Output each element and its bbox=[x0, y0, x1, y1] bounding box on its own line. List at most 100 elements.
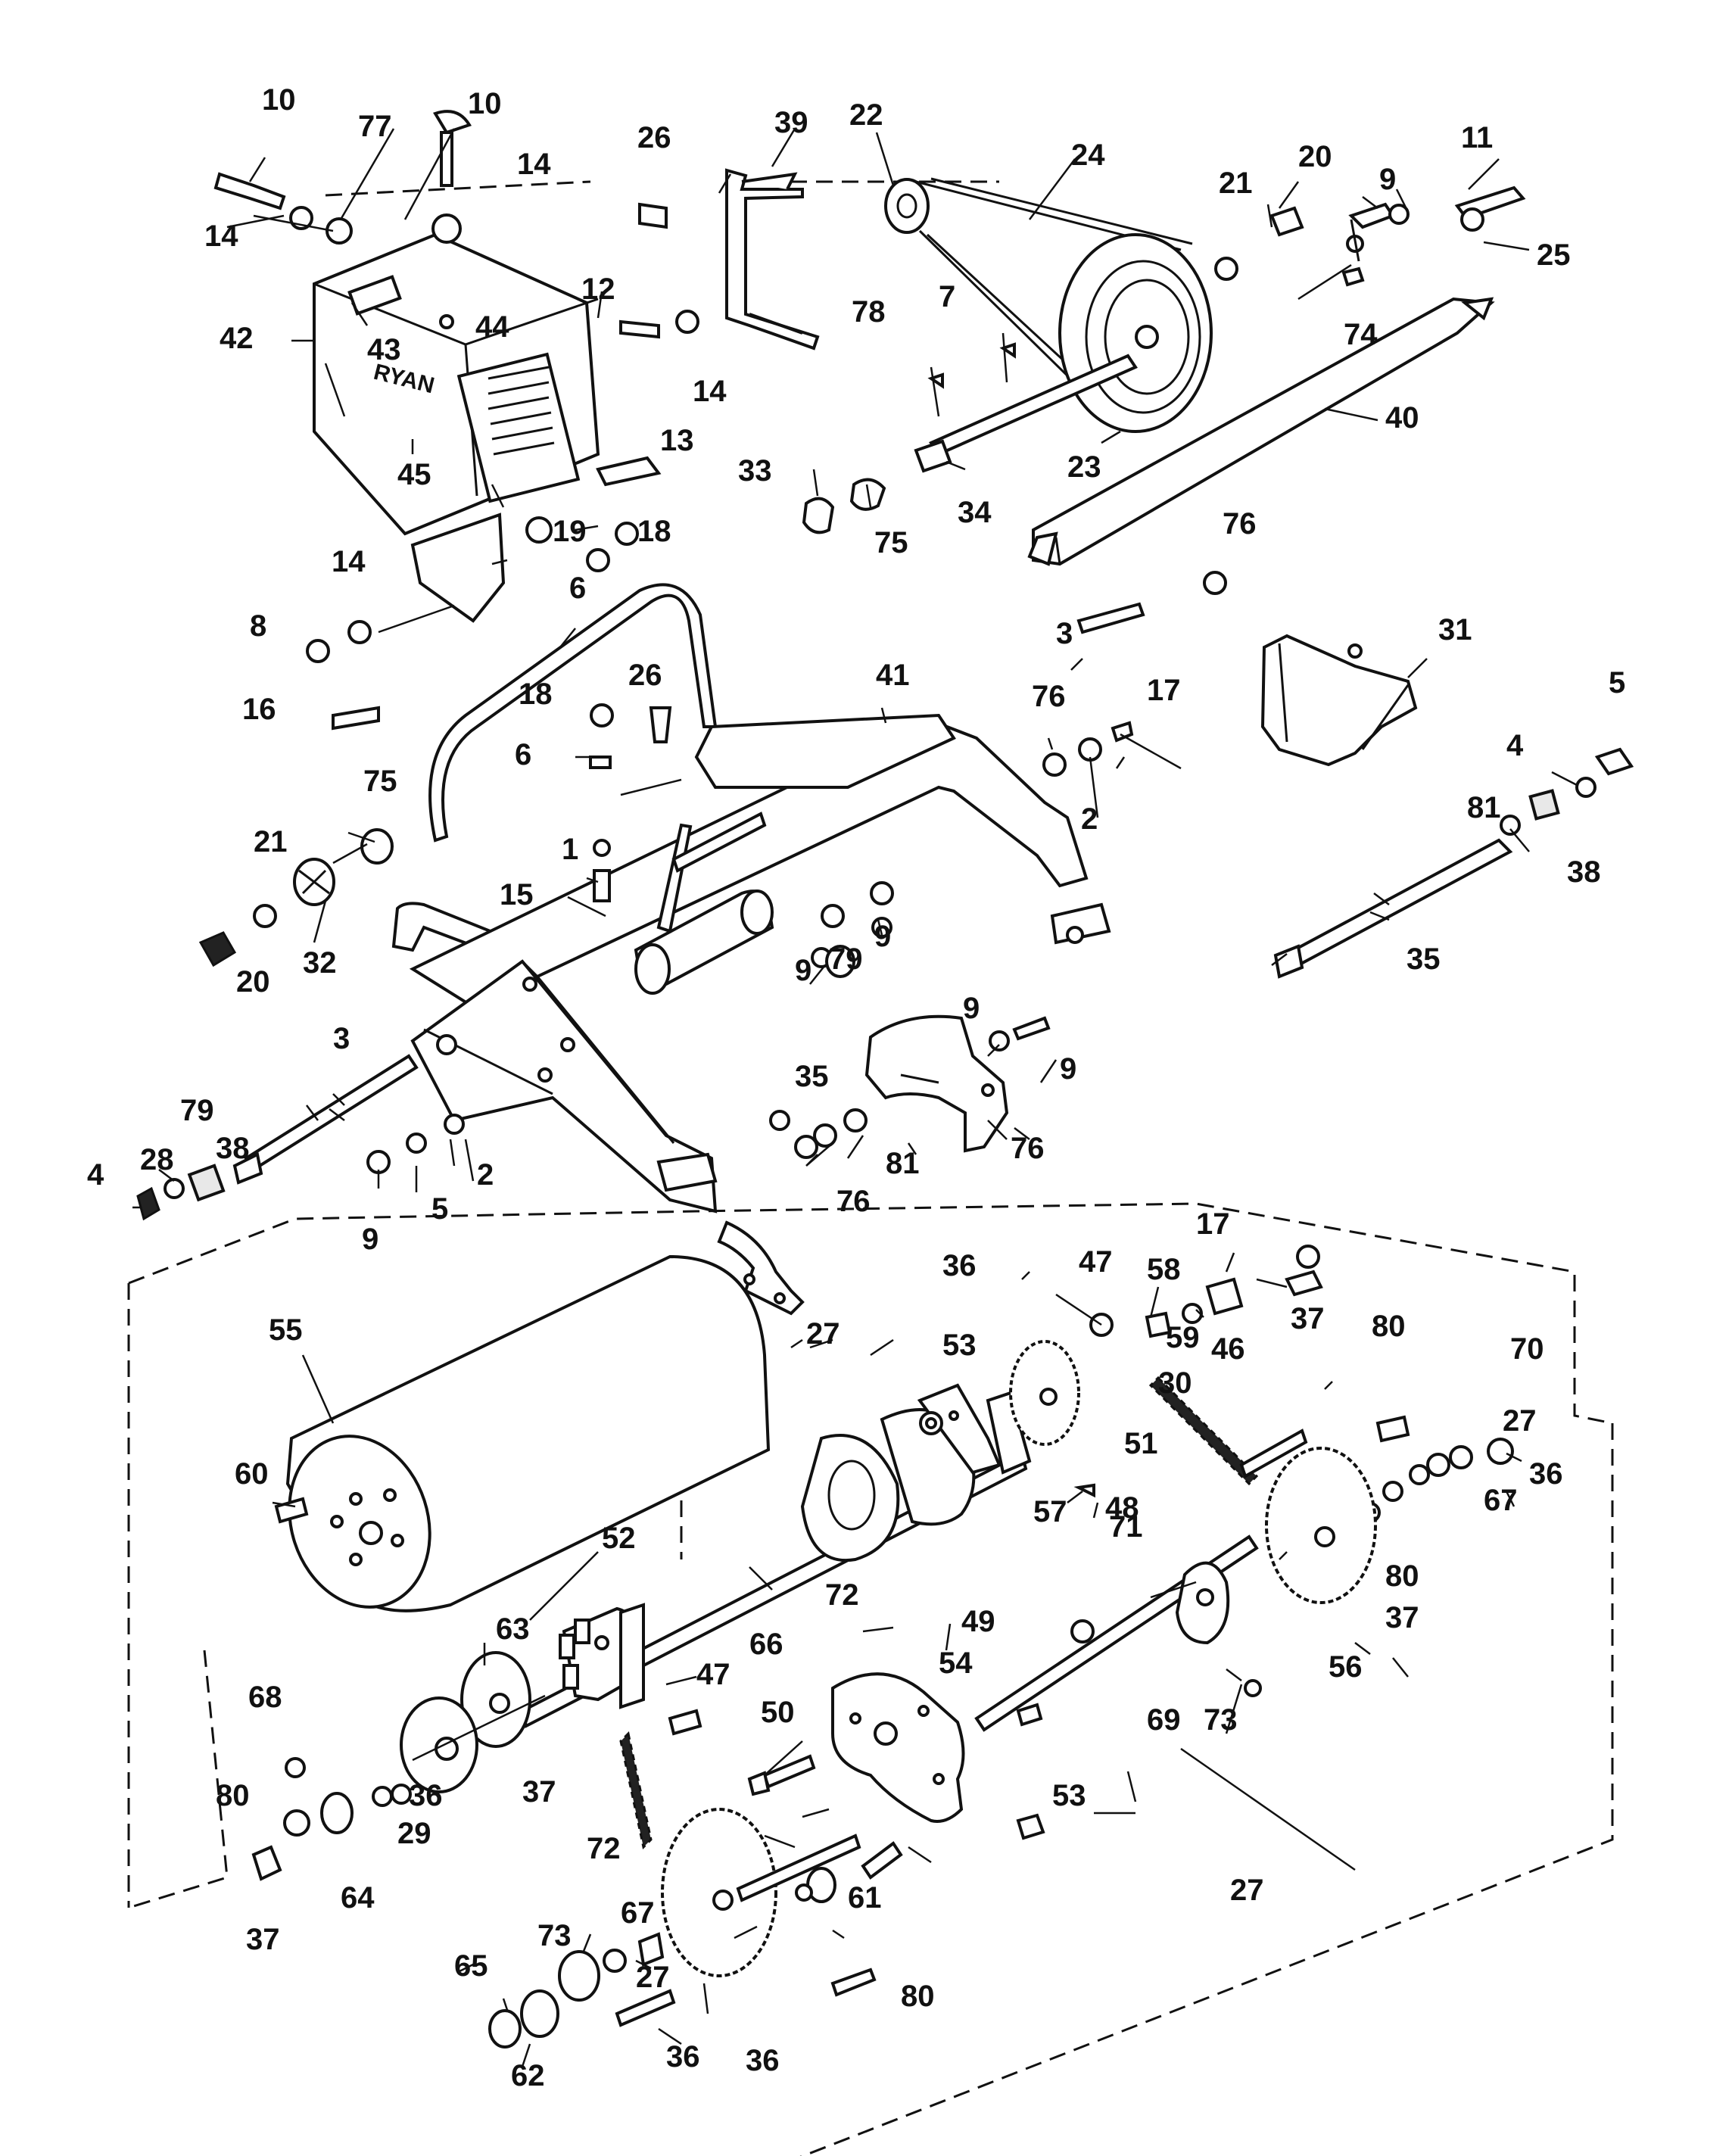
callout: 73 bbox=[1204, 1703, 1238, 1737]
callout: 66 bbox=[749, 1628, 783, 1661]
belt-cover-42: RYAN bbox=[313, 232, 600, 623]
callout: 27 bbox=[806, 1317, 840, 1351]
callout: 38 bbox=[216, 1132, 250, 1165]
callout: 5 bbox=[1609, 666, 1625, 699]
callout: 17 bbox=[1196, 1207, 1230, 1241]
callout: 8 bbox=[250, 609, 266, 643]
callout: 27 bbox=[1503, 1404, 1537, 1438]
shield-28 bbox=[864, 1014, 1009, 1153]
callout: 49 bbox=[961, 1605, 995, 1638]
callout: 2 bbox=[477, 1158, 494, 1192]
callout: 27 bbox=[636, 1961, 670, 1994]
callout: 48 bbox=[1105, 1491, 1139, 1525]
callout: 70 bbox=[1510, 1332, 1544, 1366]
right-sprocket bbox=[974, 1415, 1514, 1732]
callout: 75 bbox=[874, 526, 908, 559]
callout: 14 bbox=[332, 545, 366, 578]
callout: 39 bbox=[774, 106, 808, 139]
callout: 67 bbox=[621, 1896, 655, 1930]
callout: 79 bbox=[829, 942, 863, 976]
callout: 36 bbox=[666, 2040, 700, 2073]
callout: 19 bbox=[553, 515, 587, 548]
callout: 75 bbox=[363, 765, 397, 798]
callout: 3 bbox=[333, 1022, 350, 1055]
roller-assembly bbox=[274, 1220, 1323, 1728]
callout: 56 bbox=[1329, 1650, 1363, 1684]
callout: 54 bbox=[939, 1647, 973, 1680]
callout: 35 bbox=[1406, 942, 1441, 976]
left-bearing-stack bbox=[251, 1603, 702, 1881]
decal-43 bbox=[347, 275, 402, 316]
callout: 76 bbox=[836, 1185, 871, 1218]
callout: 41 bbox=[876, 659, 910, 692]
callout: 76 bbox=[1223, 507, 1257, 541]
callout: 51 bbox=[1124, 1427, 1158, 1460]
callout: 13 bbox=[660, 424, 694, 457]
callout: 43 bbox=[367, 333, 401, 366]
callout: 69 bbox=[1147, 1703, 1181, 1737]
callout: 40 bbox=[1385, 401, 1419, 435]
callout: 21 bbox=[254, 825, 288, 858]
callout: 72 bbox=[825, 1578, 859, 1612]
callout: 26 bbox=[628, 659, 662, 692]
callout: 76 bbox=[1032, 680, 1066, 713]
callout: 47 bbox=[1079, 1245, 1113, 1279]
callout: 7 bbox=[939, 280, 955, 313]
callout: 14 bbox=[517, 148, 551, 181]
frame-assembly bbox=[391, 583, 1111, 1214]
callout: 65 bbox=[454, 1949, 488, 1983]
callout: 60 bbox=[235, 1457, 269, 1491]
callout: 11 bbox=[1461, 121, 1493, 154]
callout: 80 bbox=[1385, 1559, 1419, 1593]
callout: 42 bbox=[220, 322, 254, 355]
callout: 35 bbox=[795, 1060, 829, 1093]
callout: 22 bbox=[849, 98, 883, 132]
callout: 24 bbox=[1071, 139, 1105, 172]
callout: 21 bbox=[1219, 167, 1253, 200]
callout: 14 bbox=[693, 375, 727, 408]
callout: 37 bbox=[522, 1775, 556, 1809]
callout: 37 bbox=[1385, 1601, 1419, 1634]
callout: 30 bbox=[1158, 1366, 1192, 1400]
callout: 1 bbox=[562, 833, 578, 866]
callout: 4 bbox=[87, 1158, 104, 1192]
callout: 9 bbox=[795, 954, 811, 987]
callout: 36 bbox=[746, 2044, 780, 2077]
leader-lines bbox=[132, 128, 1579, 2067]
callout: 10 bbox=[468, 87, 502, 120]
callout: 15 bbox=[500, 878, 534, 911]
callout: 59 bbox=[1166, 1321, 1200, 1354]
callout: 6 bbox=[515, 738, 531, 771]
callout: 73 bbox=[537, 1919, 572, 1952]
callout: 17 bbox=[1147, 674, 1181, 707]
callout: 9 bbox=[1060, 1052, 1076, 1086]
callout: 36 bbox=[409, 1779, 443, 1812]
callout: 6 bbox=[569, 572, 586, 605]
callout: 81 bbox=[1467, 791, 1501, 824]
callout: 47 bbox=[696, 1658, 730, 1691]
callout: 10 bbox=[262, 83, 296, 117]
callout: 2 bbox=[1081, 802, 1098, 836]
callout: 25 bbox=[1537, 238, 1571, 272]
callout: 81 bbox=[886, 1147, 920, 1180]
callout: 31 bbox=[1438, 613, 1472, 646]
callout: 80 bbox=[901, 1980, 935, 2013]
callout: 3 bbox=[1056, 617, 1073, 650]
callout: 9 bbox=[1379, 163, 1396, 196]
callout: 80 bbox=[1372, 1310, 1406, 1343]
callout: 63 bbox=[496, 1612, 530, 1646]
callout: 36 bbox=[942, 1249, 977, 1282]
callout: 57 bbox=[1033, 1495, 1067, 1528]
callout: 45 bbox=[397, 458, 431, 491]
callout: 12 bbox=[581, 273, 615, 306]
callout: 34 bbox=[958, 496, 992, 529]
callout: 26 bbox=[637, 121, 671, 154]
decal-44 bbox=[456, 352, 581, 503]
callout: 27 bbox=[1230, 1874, 1264, 1907]
callout: 62 bbox=[511, 2059, 545, 2092]
callout: 64 bbox=[341, 1881, 375, 1915]
callout: 55 bbox=[269, 1313, 303, 1347]
callout: 72 bbox=[587, 1832, 621, 1865]
callout: 37 bbox=[246, 1923, 280, 1956]
